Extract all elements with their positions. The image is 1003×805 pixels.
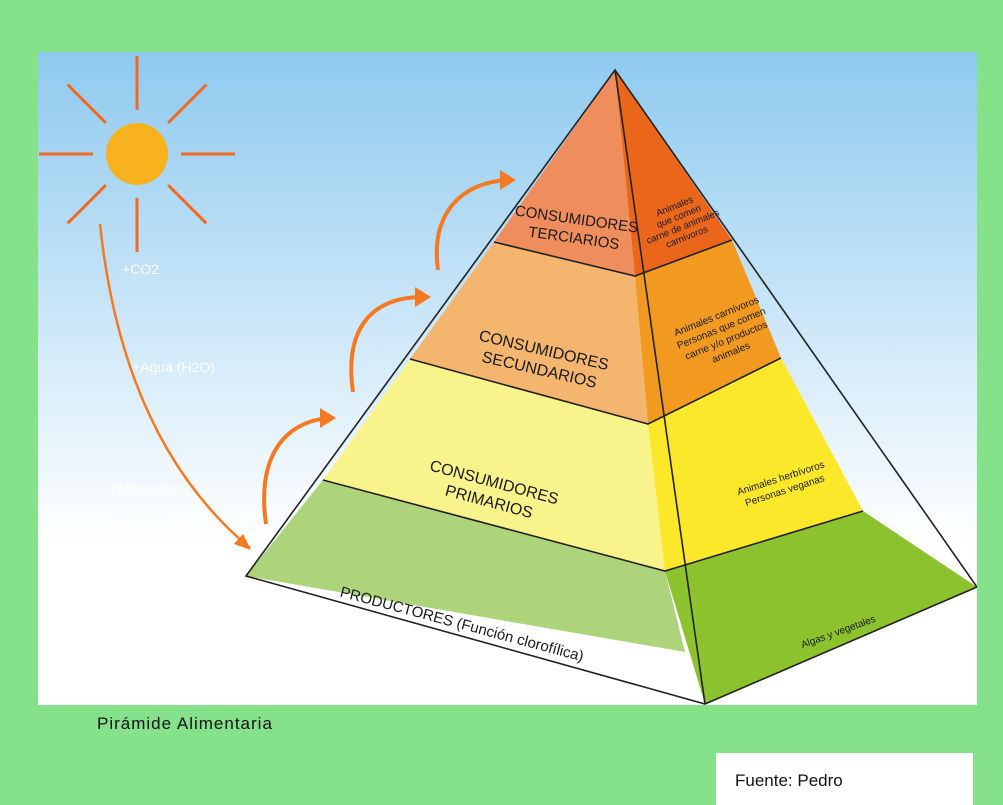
source-text: Fuente: Pedro [735,771,843,790]
tertiary-consumers-side-face [615,70,732,276]
sun-disc [106,123,168,185]
producers-side-face [665,511,977,704]
energy-flow-arrows [262,170,516,525]
secondary-consumers-front-face [410,242,648,424]
sun-rays [39,56,235,252]
sun-ray [66,83,107,124]
food-pyramid-svg: +CO2 +Agua (H2O) +Minerales (tierra o ag… [38,52,977,705]
input-minerals-label-2: (tierra o [115,500,163,516]
curved-arrow-icon [500,170,516,190]
curved-arrow-icon [320,408,336,428]
sun-ray [167,184,208,225]
sun-ray [167,83,208,124]
tertiary-consumers-front-face [494,70,635,276]
source-box: Fuente: Pedro [716,753,973,805]
secondary-consumers-side-face [635,240,781,424]
food-pyramid-illustration: +CO2 +Agua (H2O) +Minerales (tierra o ag… [38,52,977,705]
sun-ray [66,184,107,225]
input-minerals-label-1: +Minerales [109,481,178,497]
input-water-label: +Agua (H2O) [132,359,215,375]
primary-consumers-side-face [648,358,863,571]
curved-arrow-icon [415,287,431,307]
sun-icon [39,56,235,252]
curved-arrow-icon [234,534,251,550]
input-co2-label: +CO2 [122,261,159,277]
pyramid-outline [244,68,977,705]
primary-consumers-front-face [323,359,665,571]
figure-caption: Pirámide Alimentaria [97,714,273,733]
input-minerals-label-3: agua de mar) [115,519,198,535]
producers-front-face [246,480,685,652]
input-arrow [98,223,251,550]
